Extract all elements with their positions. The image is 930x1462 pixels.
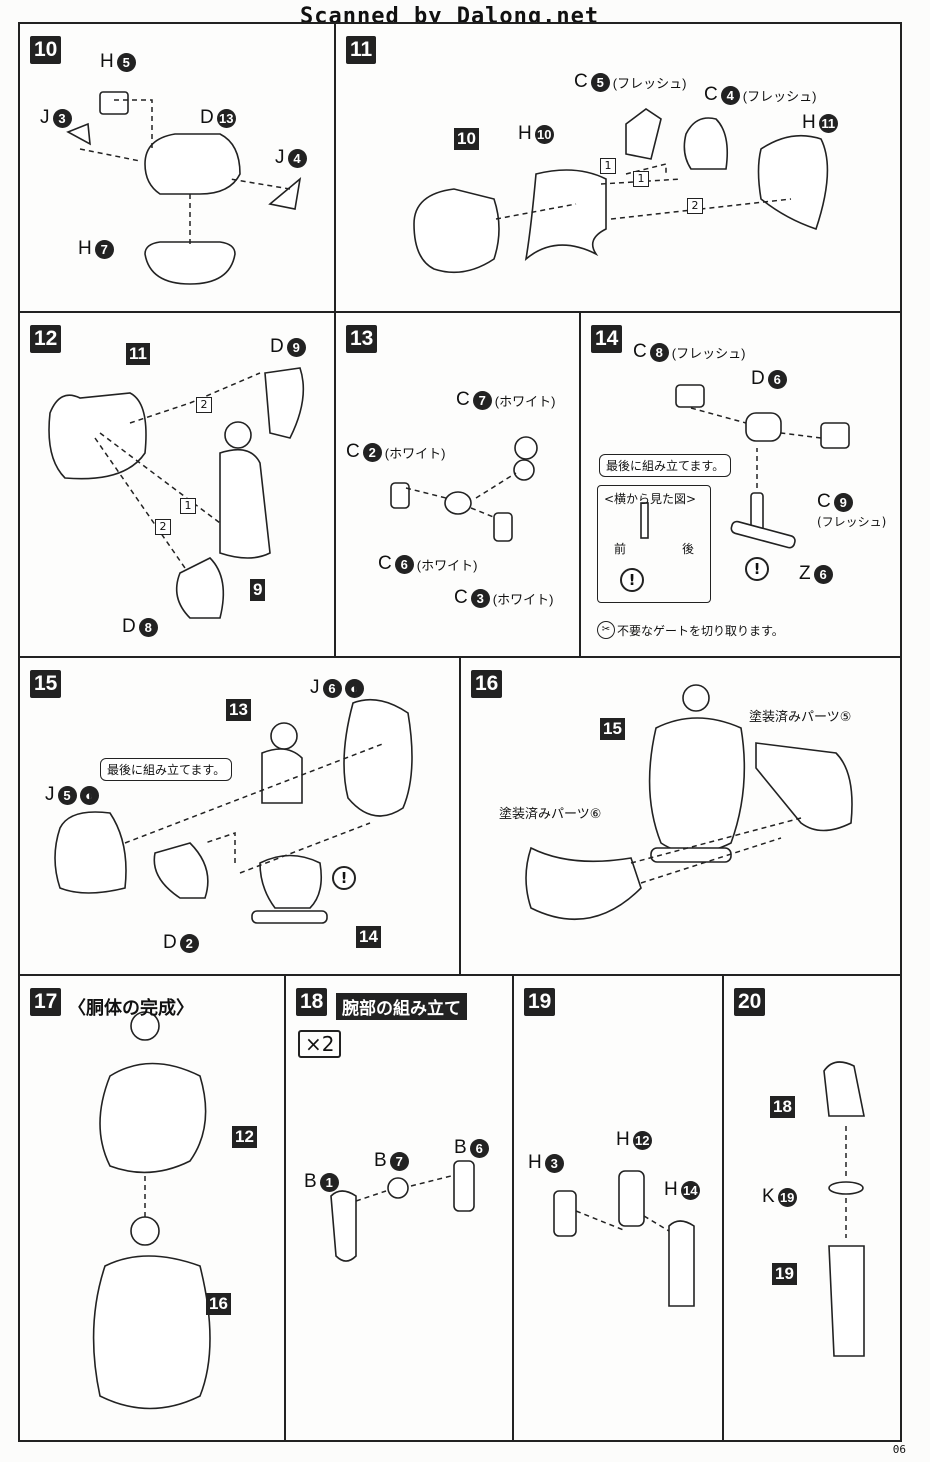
gate-note: ✂ 不要なゲートを切り取ります。 [597,621,784,639]
step-title: 腕部の組み立て [336,993,467,1020]
warning-icon: ! [620,568,644,592]
step-11-diagram [413,108,829,274]
order-marker: 2 [687,198,703,214]
step-number: 20 [734,988,766,1016]
page-number: 06 [892,1443,906,1456]
step-ref-12: 12 [232,1126,257,1148]
nipper-icon: ✂ [597,621,615,639]
back-label: 後 [682,542,695,556]
step-ref-9: 9 [250,579,266,601]
front-label: 前 [614,542,627,556]
step-number: 18 [296,988,328,1016]
step-number: 15 [30,670,62,698]
step-number: 12 [30,325,62,353]
assemble-last-callout: 最後に組み立てます。 [599,454,732,477]
step-ref-10: 10 [454,128,479,150]
order-marker: 2 [155,519,171,535]
step-number: 19 [524,988,556,1016]
painted-part-6-label: 塗装済みパーツ⑥ [499,807,602,822]
order-marker: 1 [600,158,616,174]
step-17-diagram [92,1011,211,1410]
assemble-last-callout: 最後に組み立てます。 [100,758,233,781]
step-number: 16 [471,670,503,698]
step-ref-18: 18 [770,1096,795,1118]
step-number: 14 [591,325,623,353]
step-12-diagram [48,367,305,619]
step-19-diagram [553,1170,695,1307]
warning-icon: ! [745,557,769,581]
gate-note-text: 不要なゲートを切り取ります。 [617,623,784,638]
step-ref-14: 14 [356,926,381,948]
paint-icon: ◐ [344,678,364,698]
step-number: 13 [346,325,378,353]
step-ref-19: 19 [772,1263,797,1285]
step-ref-15: 15 [600,718,625,740]
step-title: 〈胴体の完成〉 [68,998,194,1019]
order-marker: 1 [180,498,196,514]
step-ref-16: 16 [206,1293,231,1315]
step-ref-11: 11 [126,343,150,365]
step-16-panel: 16 15 塗装済みパーツ⑤ 塗装済みパーツ⑥ [459,656,902,976]
step-17-panel: 17 〈胴体の完成〉 12 16 [18,974,286,1442]
order-marker: 1 [633,171,649,187]
side-view-title: <横から見た図> [604,492,697,506]
step-number: 17 [30,988,62,1016]
part-note-c9: (フレッシュ) [817,515,887,529]
multiplier-badge: ×2 [298,1030,342,1058]
step-number: 10 [30,36,62,64]
step-20-diagram [823,1061,865,1357]
side-view-box: <横から見た図> 前 後 ! [597,485,711,603]
order-marker: 2 [196,397,212,413]
warning-icon: ! [332,866,356,890]
step-number: 11 [346,36,377,64]
painted-part-5-label: 塗装済みパーツ⑤ [749,710,852,725]
paint-icon: ◐ [79,785,99,805]
step-ref-13: 13 [226,699,251,721]
